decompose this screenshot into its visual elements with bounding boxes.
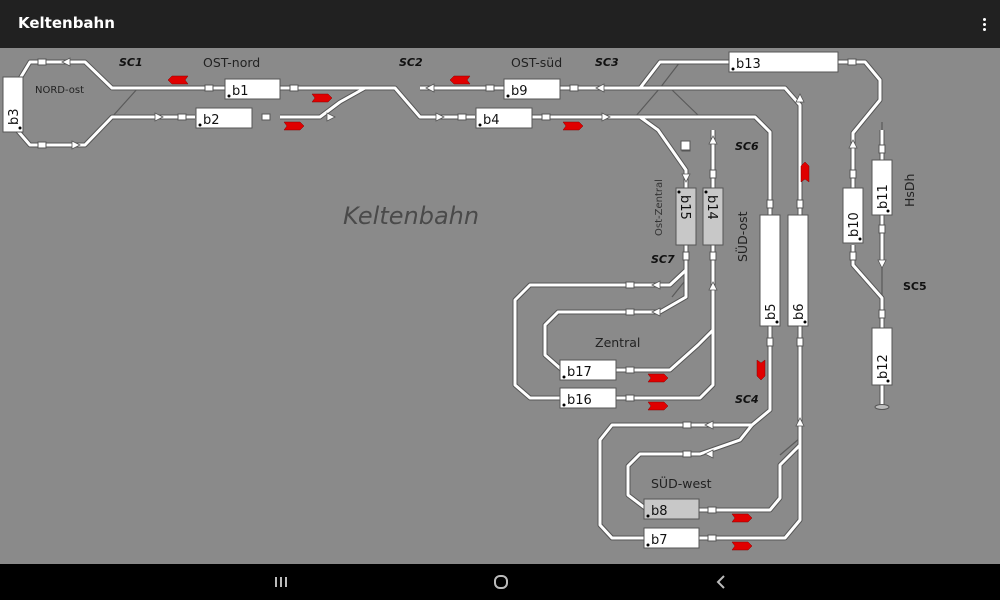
- block-b9[interactable]: b9: [503, 78, 561, 100]
- block-label: b15: [677, 195, 692, 220]
- station-label-sued-ost: SÜD-ost: [734, 211, 750, 262]
- block-b14[interactable]: b14: [702, 187, 724, 246]
- sensors: [37, 58, 886, 542]
- block-label: b5: [764, 303, 779, 320]
- layout-title: Keltenbahn: [343, 202, 479, 230]
- block-b6[interactable]: b6: [787, 214, 809, 327]
- block-b13[interactable]: b13: [728, 51, 839, 73]
- block-b15[interactable]: b15: [675, 187, 697, 246]
- signal-icon: [167, 75, 189, 85]
- home-icon[interactable]: [481, 570, 521, 594]
- block-b4[interactable]: b4: [475, 107, 533, 129]
- block-label: b9: [511, 84, 528, 99]
- signal-icon: [449, 75, 471, 85]
- block-b11[interactable]: b11: [871, 159, 893, 216]
- block-b10[interactable]: b10: [842, 187, 864, 244]
- signal-icon: [756, 359, 766, 381]
- signal-icon: [647, 401, 669, 411]
- system-nav-bar: [0, 564, 1000, 600]
- signal-icon: [647, 373, 669, 383]
- station-label-sued-west: SÜD-west: [651, 475, 712, 491]
- track-layout-canvas[interactable]: b1 b2 b9 b4 b13 b17 b16 b8 b7 b3 b15 b14…: [0, 48, 1000, 564]
- block-label: b3: [7, 108, 22, 125]
- app-bar: Keltenbahn: [0, 0, 1000, 48]
- block-b17[interactable]: b17: [559, 359, 617, 381]
- block-label: b1: [232, 84, 249, 99]
- recent-apps-icon[interactable]: [261, 570, 301, 594]
- signal-icon: [283, 121, 305, 131]
- block-label: b6: [792, 303, 807, 320]
- app-title: Keltenbahn: [18, 14, 115, 32]
- buffer-stop-icon: [874, 404, 890, 410]
- switch-indicator[interactable]: [680, 140, 691, 151]
- more-vert-icon[interactable]: [976, 12, 992, 36]
- station-label-ost-zentral: Ost-Zentral: [654, 179, 665, 236]
- block-label: b12: [876, 354, 891, 379]
- block-label: b11: [876, 184, 891, 209]
- scenario-label-sc7[interactable]: SC7: [651, 253, 675, 266]
- block-b1[interactable]: b1: [224, 78, 281, 100]
- signal-icon: [562, 121, 584, 131]
- block-label: b16: [567, 393, 592, 408]
- scenario-label-sc4[interactable]: SC4: [735, 393, 759, 406]
- block-b2[interactable]: b2: [195, 107, 253, 129]
- station-label-ost-sued: OST-süd: [511, 55, 562, 70]
- block-label: b10: [847, 212, 862, 237]
- block-b12[interactable]: b12: [871, 327, 893, 386]
- back-icon[interactable]: [701, 570, 741, 594]
- block-label: b2: [203, 113, 220, 128]
- block-b3[interactable]: b3: [2, 76, 24, 133]
- scenario-label-sc6[interactable]: SC6: [735, 140, 759, 153]
- signal-icon: [731, 513, 753, 523]
- scenario-label-sc3[interactable]: SC3: [595, 56, 619, 69]
- block-b5[interactable]: b5: [759, 214, 781, 327]
- block-b8[interactable]: b8: [643, 498, 700, 520]
- signal-icon: [800, 161, 810, 183]
- direction-arrows: [61, 57, 887, 459]
- block-label: b8: [651, 504, 668, 519]
- track-outline: [7, 59, 885, 541]
- block-label: b7: [651, 533, 668, 548]
- signal-icon: [311, 93, 333, 103]
- block-label: b13: [736, 57, 761, 72]
- scenario-label-sc2[interactable]: SC2: [399, 56, 423, 69]
- signal-icon: [731, 541, 753, 551]
- tracks: [8, 60, 884, 540]
- station-label-zentral: Zentral: [595, 335, 640, 350]
- block-b7[interactable]: b7: [643, 527, 700, 549]
- station-label-ost-nord: OST-nord: [203, 55, 260, 70]
- block-label: b4: [483, 113, 500, 128]
- block-label: b14: [704, 195, 719, 220]
- scenario-label-sc1[interactable]: SC1: [119, 56, 143, 69]
- block-label: b17: [567, 365, 592, 380]
- station-label-nord-ost: NORD-ost: [35, 85, 84, 96]
- block-b16[interactable]: b16: [559, 387, 617, 409]
- scenario-label-sc5[interactable]: SC5: [903, 280, 927, 293]
- station-label-hsdh: HsDh: [902, 174, 917, 207]
- track-layout-svg: b1 b2 b9 b4 b13 b17 b16 b8 b7 b3 b15 b14…: [2, 51, 927, 551]
